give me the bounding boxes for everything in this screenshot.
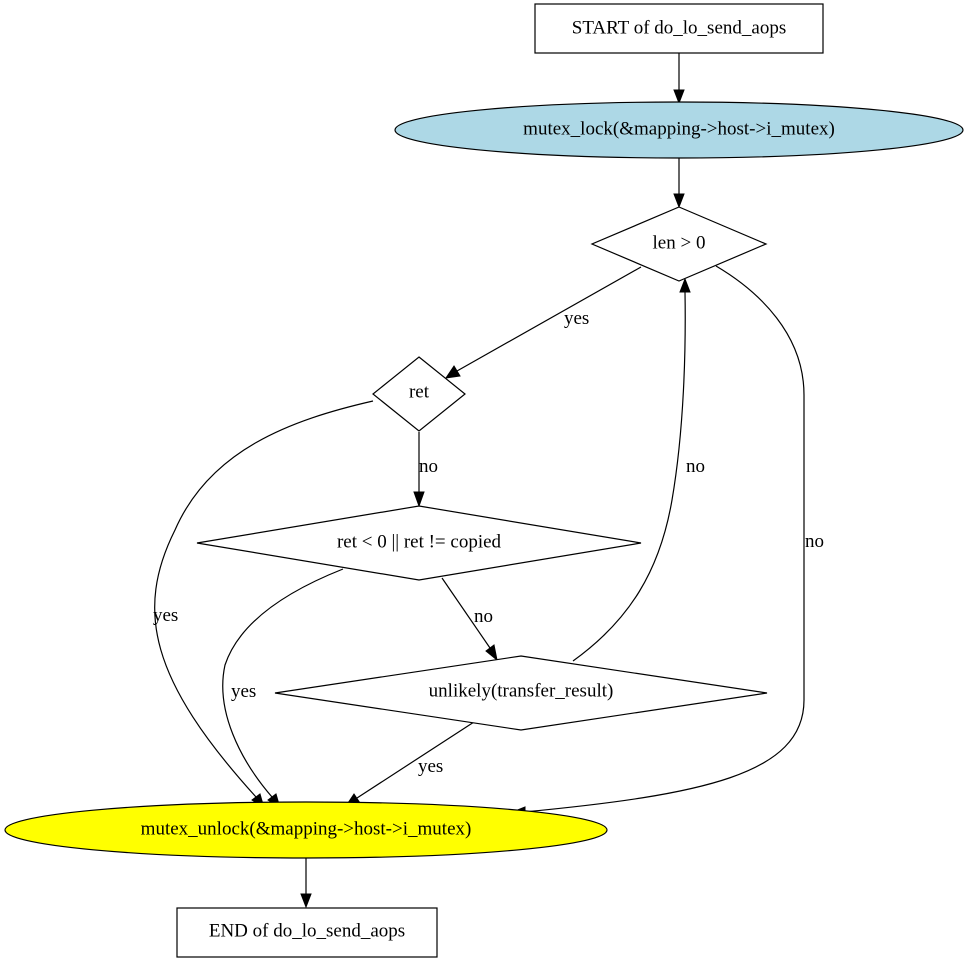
edge-transfer-no: no: [572, 277, 705, 662]
edge-lock-to-len-check: [673, 158, 685, 209]
edge-label-ret-yes: yes: [153, 605, 178, 626]
node-ret-check: ret: [372, 356, 466, 432]
edge-label-copied-yes: yes: [231, 681, 256, 702]
edge-label-len-no: no: [805, 531, 824, 552]
node-len-check: len > 0: [590, 206, 768, 282]
node-unlock: mutex_unlock(&mapping->host->i_mutex): [4, 801, 608, 859]
edge-label-ret-no: no: [419, 456, 438, 477]
node-transfer-check: unlikely(transfer_result): [274, 655, 768, 731]
node-lock: mutex_lock(&mapping->host->i_mutex): [394, 101, 964, 159]
node-start-label: START of do_lo_send_aops: [572, 17, 786, 38]
edge-start-to-lock: [673, 53, 685, 105]
edge-label-transfer-no: no: [686, 456, 705, 477]
node-transfer-check-label: unlikely(transfer_result): [429, 680, 614, 701]
edge-label-transfer-yes: yes: [418, 756, 443, 777]
node-lock-label: mutex_lock(&mapping->host->i_mutex): [523, 118, 835, 139]
edge-label-copied-no: no: [474, 606, 493, 627]
edge-ret-no: no: [413, 432, 438, 508]
edge-label-len-yes: yes: [564, 308, 589, 329]
node-len-check-label: len > 0: [653, 232, 706, 253]
edge-ret-yes: yes: [153, 400, 374, 810]
node-copied-check-label: ret < 0 || ret != copied: [337, 531, 502, 552]
node-start: START of do_lo_send_aops: [534, 3, 824, 54]
edge-unlock-to-end: [300, 857, 312, 909]
edge-copied-no: no: [441, 577, 498, 662]
edge-transfer-yes: yes: [344, 721, 475, 807]
node-unlock-label: mutex_unlock(&mapping->host->i_mutex): [141, 818, 472, 839]
node-end-label: END of do_lo_send_aops: [209, 920, 405, 941]
node-ret-check-label: ret: [409, 381, 430, 402]
node-copied-check: ret < 0 || ret != copied: [196, 505, 642, 581]
edge-len-yes: yes: [444, 266, 642, 379]
node-end: END of do_lo_send_aops: [176, 907, 438, 958]
